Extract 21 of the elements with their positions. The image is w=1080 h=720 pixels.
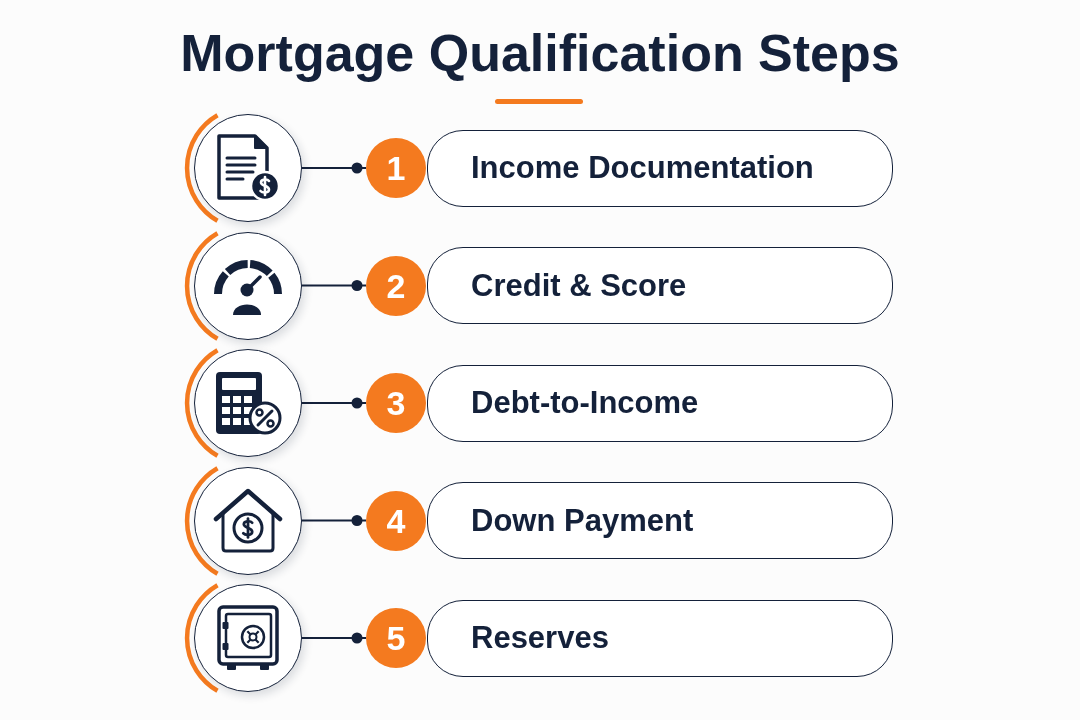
- step-number-circle: 5: [366, 608, 426, 668]
- step-number-circle: 4: [366, 490, 426, 551]
- step-label: Income Documentation: [471, 150, 814, 186]
- connector-line: [301, 515, 367, 526]
- step-label: Down Payment: [471, 502, 694, 539]
- step-label: Reserves: [471, 620, 609, 656]
- step-number-circle: 3: [366, 373, 426, 433]
- step-label: Debt-to-Income: [471, 385, 699, 421]
- step-number-circle: 1: [366, 138, 426, 198]
- icon-circle: [194, 114, 302, 222]
- title: Mortgage Qualification Steps: [180, 23, 900, 83]
- connector-line: [301, 280, 367, 291]
- connector-line: [301, 162, 367, 174]
- connector-line: [301, 397, 367, 409]
- step-number-circle: 2: [366, 255, 426, 316]
- step-label: Credit & Score: [471, 267, 687, 304]
- icon-circle: [194, 584, 302, 692]
- icon-circle: [194, 231, 302, 340]
- connector-line: [301, 632, 367, 644]
- icon-circle: [194, 349, 302, 457]
- icon-circle: [194, 466, 302, 575]
